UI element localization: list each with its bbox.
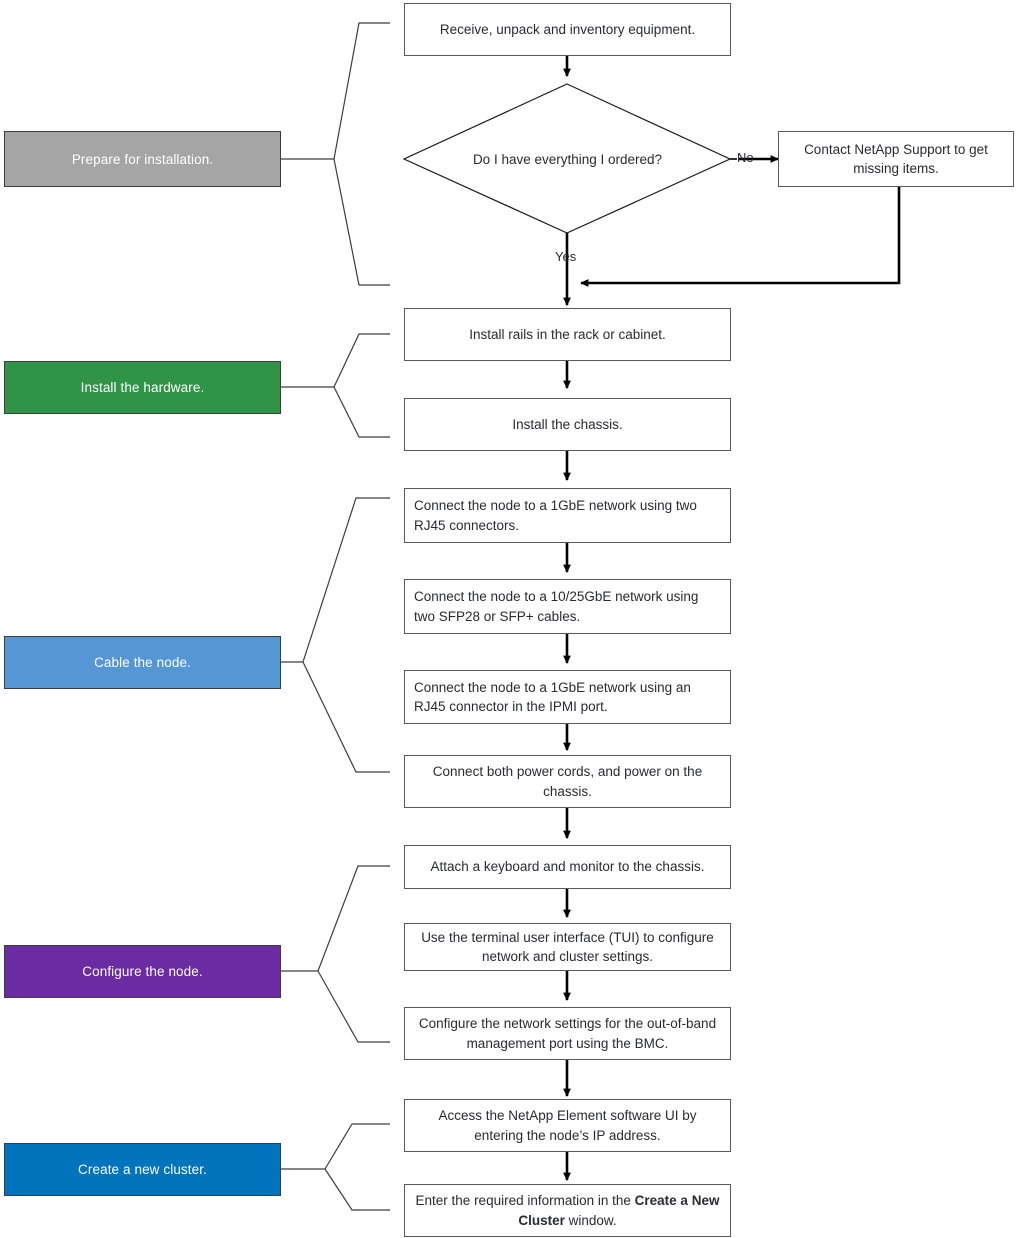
- edge-label-no: No: [737, 150, 754, 165]
- step-install-chassis[interactable]: Install the chassis.: [404, 398, 731, 451]
- step-label-bold: Create a New Cluster: [518, 1193, 720, 1228]
- step-label: Connect both power cords, and power on t…: [432, 764, 703, 799]
- bracket-cluster: [281, 1123, 390, 1211]
- step-label: Attach a keyboard and monitor to the cha…: [430, 859, 705, 875]
- step-label: Access the NetApp Element software UI by…: [438, 1108, 697, 1143]
- stage-label: Create a new cluster.: [78, 1162, 207, 1177]
- step-label: Receive, unpack and inventory equipment.: [439, 21, 696, 37]
- edge-label-yes: Yes: [555, 249, 577, 264]
- step-label: Connect the node to a 1GbE network using…: [414, 679, 691, 714]
- step-configure-bmc-network[interactable]: Configure the network settings for the o…: [404, 1007, 731, 1060]
- step-install-rails[interactable]: Install rails in the rack or cabinet.: [404, 308, 731, 361]
- step-receive-unpack-inventory[interactable]: Receive, unpack and inventory equipment.: [404, 3, 731, 56]
- decision-label: Do I have everything I ordered?: [472, 151, 663, 167]
- bracket-install: [281, 333, 390, 438]
- step-label: Configure the network settings for the o…: [418, 1016, 717, 1051]
- stage-label: Install the hardware.: [80, 380, 205, 395]
- step-label: Contact NetApp Support to get missing it…: [804, 141, 988, 176]
- stage-create-a-new-cluster[interactable]: Create a new cluster.: [4, 1143, 281, 1196]
- step-label-part-2: window.: [564, 1212, 617, 1228]
- step-connect-ipmi-port[interactable]: Connect the node to a 1GbE network using…: [404, 670, 731, 724]
- step-connect-power-cords[interactable]: Connect both power cords, and power on t…: [404, 755, 731, 808]
- step-label: Use the terminal user interface (TUI) to…: [421, 929, 714, 964]
- step-label: Install the chassis.: [512, 416, 623, 432]
- step-access-element-software-ui[interactable]: Access the NetApp Element software UI by…: [404, 1099, 731, 1152]
- bracket-cable: [281, 497, 390, 773]
- step-connect-10-25gbe-network[interactable]: Connect the node to a 10/25GbE network u…: [404, 579, 731, 634]
- step-label-part-1: Enter the required information in the: [415, 1193, 635, 1209]
- stage-install-the-hardware[interactable]: Install the hardware.: [4, 361, 281, 414]
- stage-label: Prepare for installation.: [71, 151, 214, 167]
- stage-prepare-for-installation[interactable]: Prepare for installation.: [4, 131, 281, 187]
- step-attach-keyboard-monitor[interactable]: Attach a keyboard and monitor to the cha…: [404, 845, 731, 889]
- step-label: Install rails in the rack or cabinet.: [469, 326, 666, 342]
- stage-configure-the-node[interactable]: Configure the node.: [4, 945, 281, 998]
- stage-label: Configure the node.: [82, 964, 203, 979]
- stage-label: Cable the node.: [94, 655, 191, 670]
- step-connect-1gbe-network[interactable]: Connect the node to a 1GbE network using…: [404, 488, 731, 543]
- step-enter-create-new-cluster-info[interactable]: Enter the required information in the Cr…: [404, 1184, 731, 1237]
- step-label: Connect the node to a 10/25GbE network u…: [414, 589, 699, 624]
- bracket-configure: [281, 865, 390, 1043]
- step-label: Enter the required information in the Cr…: [405, 1191, 730, 1229]
- step-contact-netapp-support[interactable]: Contact NetApp Support to get missing it…: [778, 131, 1014, 187]
- step-use-terminal-user-interface[interactable]: Use the terminal user interface (TUI) to…: [404, 923, 731, 971]
- bracket-prepare: [281, 22, 390, 286]
- stage-cable-the-node[interactable]: Cable the node.: [4, 636, 281, 689]
- decision-do-i-have-everything[interactable]: Do I have everything I ordered?: [404, 84, 731, 234]
- step-label: Connect the node to a 1GbE network using…: [414, 498, 697, 533]
